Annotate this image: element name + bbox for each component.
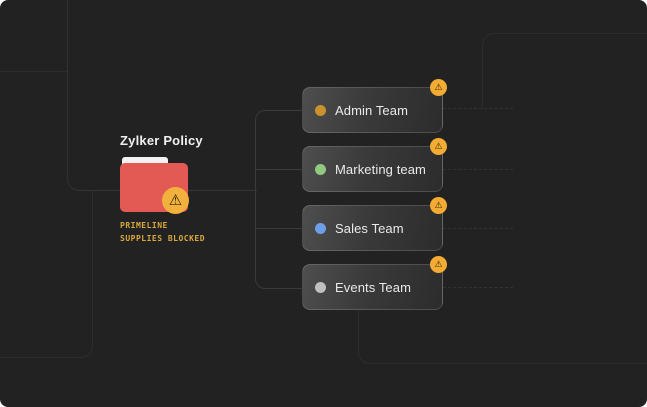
warning-glyph: ⚠ <box>434 259 443 269</box>
team-card-label: Sales Team <box>335 220 404 236</box>
warning-icon: ⚠ <box>430 256 447 273</box>
warning-glyph: ⚠ <box>434 200 443 210</box>
caption-line: SUPPLIES BLOCKED <box>120 234 206 243</box>
policy-folder-node[interactable]: ⚠ <box>120 157 189 214</box>
warning-icon: ⚠ <box>430 197 447 214</box>
warning-glyph: ⚠ <box>434 141 443 151</box>
collapsed-children-stub <box>443 287 513 288</box>
branch-connector-sales <box>255 228 302 229</box>
team-color-dot <box>315 222 326 234</box>
background-grid-line <box>482 33 647 109</box>
team-card-admin[interactable]: Admin Team ⚠ <box>302 79 447 133</box>
branch-connector-marketing <box>255 169 302 170</box>
collapsed-children-stub <box>443 169 513 170</box>
team-color-dot <box>315 163 326 175</box>
tree-trunk-connector <box>255 110 303 289</box>
team-card-marketing[interactable]: Marketing team ⚠ <box>302 138 447 192</box>
caption-line: PRIMELINE <box>120 221 168 230</box>
policy-status-caption: PRIMELINE SUPPLIES BLOCKED <box>120 219 205 245</box>
warning-glyph: ⚠ <box>168 192 183 209</box>
collapsed-children-stub <box>443 228 513 229</box>
team-card-sales[interactable]: Sales Team ⚠ <box>302 197 447 251</box>
background-grid-line <box>0 71 67 72</box>
team-color-dot <box>315 104 326 116</box>
warning-glyph: ⚠ <box>434 82 443 92</box>
collapsed-children-stub <box>443 108 513 109</box>
background-grid-line <box>0 191 93 358</box>
team-card-label: Events Team <box>335 279 412 295</box>
background-grid-line <box>358 308 647 364</box>
warning-icon: ⚠ <box>430 138 447 155</box>
team-card-label: Marketing team <box>335 161 426 177</box>
policy-title: Zylker Policy <box>120 133 203 148</box>
team-color-dot <box>315 281 326 293</box>
warning-icon: ⚠ <box>430 79 447 96</box>
warning-icon: ⚠ <box>162 187 189 214</box>
team-card-events[interactable]: Events Team ⚠ <box>302 256 447 310</box>
team-card-label: Admin Team <box>335 102 409 118</box>
